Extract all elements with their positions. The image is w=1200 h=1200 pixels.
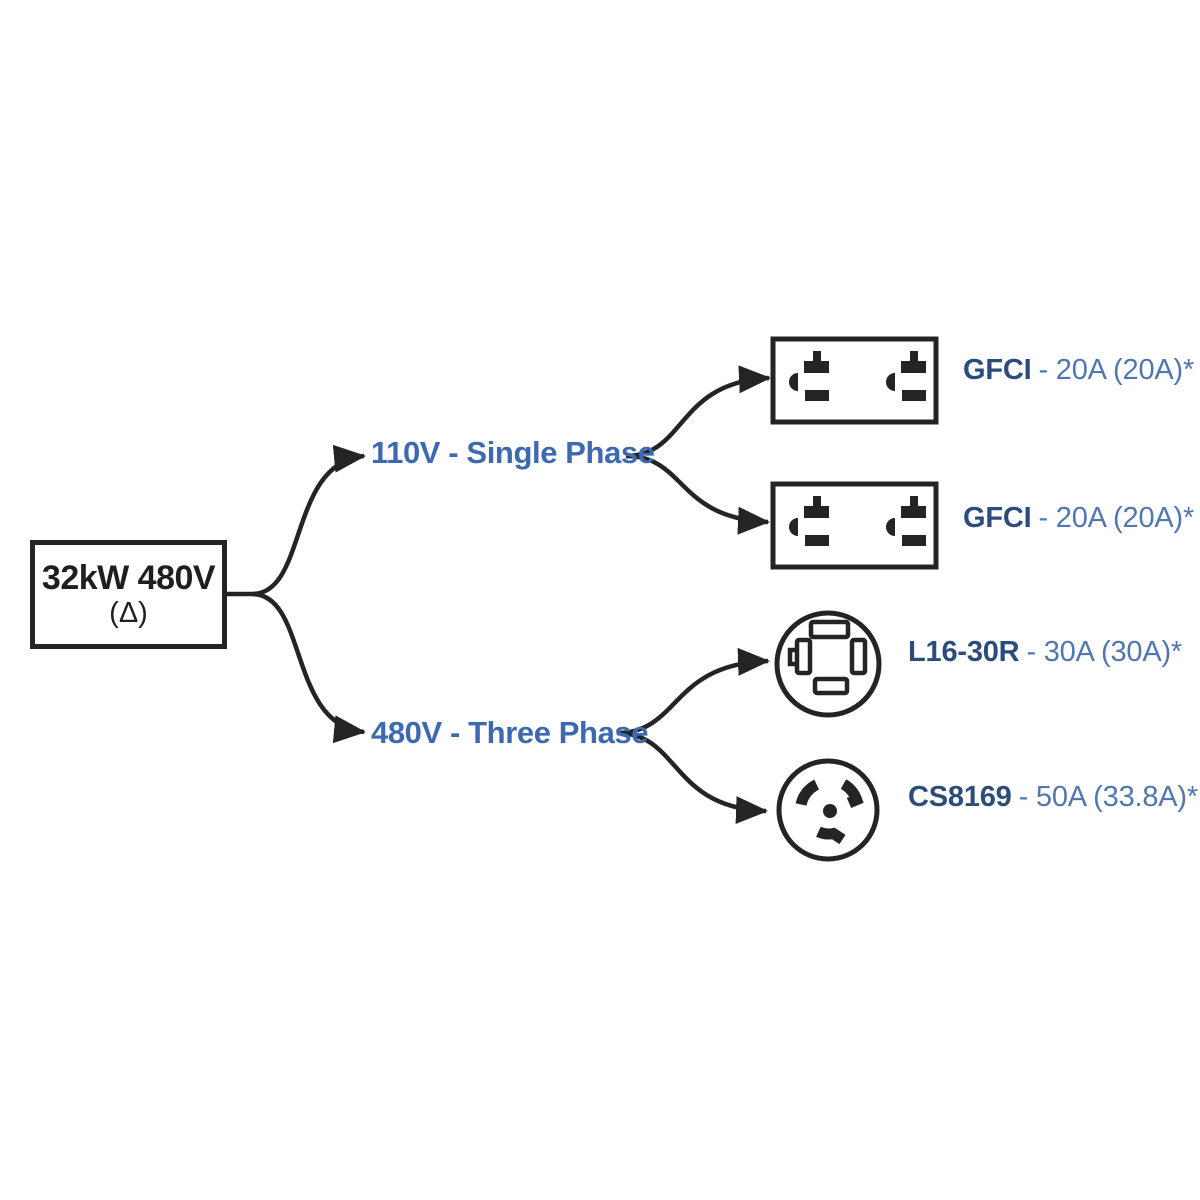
- single-phase-connectors: [625, 365, 771, 535]
- connector-to-cs8169-arrow: [616, 730, 768, 825]
- connector-to-110v-arrow: [226, 444, 366, 597]
- l16-30r-twist-lock-outlet-icon: [774, 610, 882, 718]
- connector-to-gfci-2-arrow: [625, 453, 770, 535]
- output-label-l16-30r: L16-30R- 30A (30A)*: [908, 638, 1182, 667]
- cs-slot-bottom: [816, 826, 846, 845]
- output-rating: - 30A (30A)*: [1026, 636, 1183, 668]
- output-label-gfci-2: GFCI- 20A (20A)*: [963, 504, 1194, 533]
- source-box: 32kW 480V (Δ): [30, 540, 227, 649]
- source-title: 32kW 480V: [41, 559, 216, 598]
- cs-slot-upper-left: [795, 779, 820, 806]
- branch-label-110v-single-phase: 110V - Single Phase: [371, 435, 655, 470]
- connector-to-gfci-1-arrow: [625, 365, 771, 459]
- duplex-gfci-outlet-icon: [770, 336, 939, 425]
- connector-to-l16-30r-arrow: [616, 647, 770, 736]
- output-label-cs8169: CS8169- 50A (33.8A)*: [908, 783, 1198, 812]
- output-name: CS8169: [908, 781, 1012, 813]
- output-name: GFCI: [963, 502, 1032, 534]
- branch-label-480v-three-phase: 480V - Three Phase: [371, 715, 649, 750]
- output-rating: - 20A (20A)*: [1038, 502, 1195, 534]
- cs-slot-upper-right: [840, 779, 864, 809]
- source-branch-connectors: [226, 444, 366, 744]
- three-phase-connectors: [616, 647, 770, 825]
- source-delta-subtitle: (Δ): [109, 597, 148, 630]
- connector-to-480v-arrow: [251, 591, 366, 744]
- output-rating: - 50A (33.8A)*: [1018, 781, 1199, 813]
- output-label-gfci-1: GFCI- 20A (20A)*: [963, 356, 1194, 385]
- duplex-gfci-outlet-icon: [770, 481, 939, 570]
- output-name: L16-30R: [908, 636, 1020, 668]
- cs8169-locking-outlet-icon: [776, 758, 880, 862]
- output-rating: - 20A (20A)*: [1038, 354, 1195, 386]
- output-name: GFCI: [963, 354, 1032, 386]
